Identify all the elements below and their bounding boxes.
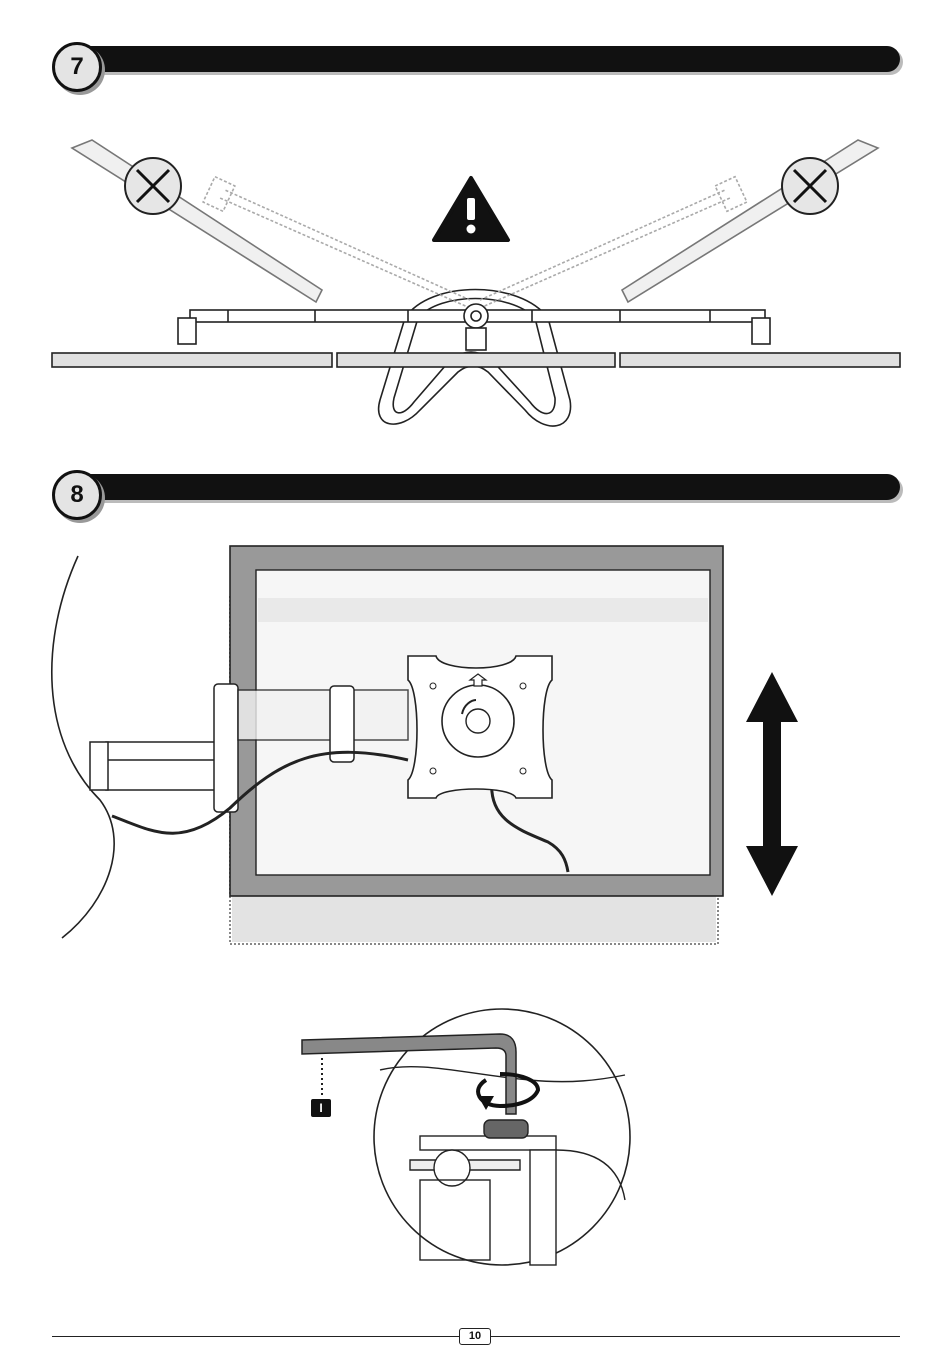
- detail-circle: [374, 1009, 630, 1265]
- step-bar: [90, 474, 900, 500]
- ghost-monitor-left: [72, 140, 322, 302]
- cable-clip: [330, 686, 354, 762]
- monitor-back: [230, 546, 723, 896]
- tool-label: I: [311, 1099, 331, 1117]
- step-number-badge: 8: [52, 470, 102, 520]
- right-mount: [752, 318, 770, 344]
- vesa-plate: [408, 656, 552, 798]
- page-number: 10: [459, 1328, 491, 1345]
- warning-icon: [434, 178, 508, 240]
- ghost-monitor-lower: [230, 594, 718, 944]
- cross-icon: [125, 158, 181, 214]
- center-hub: [464, 304, 488, 328]
- monitor-right: [620, 353, 900, 367]
- double-arrow-icon: [746, 672, 798, 896]
- monitor-center: [337, 353, 615, 367]
- left-mount: [178, 318, 196, 344]
- monitor-left: [52, 353, 332, 367]
- cross-icon: [782, 158, 838, 214]
- step-7-illustration: [0, 0, 950, 460]
- step-8-header: 8: [52, 470, 902, 520]
- hex-key: [302, 1034, 516, 1114]
- rotate-icon: [478, 1074, 538, 1106]
- cable: [112, 752, 408, 833]
- ghost-monitor-right: [622, 140, 878, 302]
- arm-segment: [106, 742, 224, 790]
- desk-edge: [52, 556, 114, 938]
- step-number: 8: [55, 473, 99, 517]
- arm-joint: [214, 684, 238, 812]
